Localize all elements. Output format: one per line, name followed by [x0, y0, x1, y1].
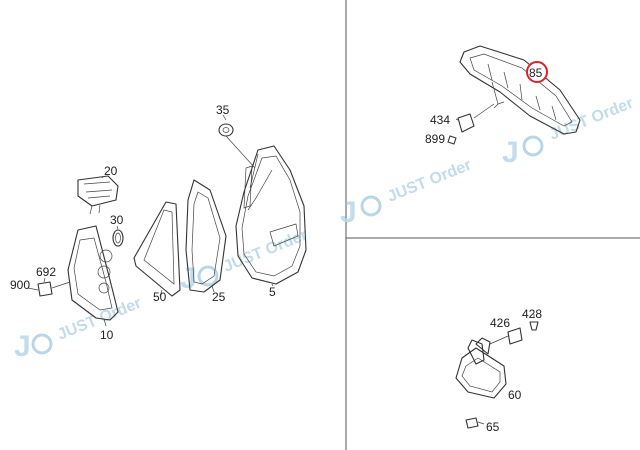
label-part-5[interactable]: 5	[269, 285, 276, 299]
part-20-bulb-holder	[77, 175, 119, 215]
label-part-900[interactable]: 900	[10, 278, 30, 292]
part-428-clip	[529, 314, 539, 331]
watermark-right-middle: J JUST Order	[340, 157, 474, 229]
part-10-bulb-carrier	[67, 225, 119, 327]
part-900-socket	[27, 287, 39, 291]
watermark-right-top: J JUST Order	[502, 95, 636, 169]
label-part-85[interactable]: 85	[529, 66, 543, 80]
part-30-seal-ring	[112, 225, 124, 247]
label-part-899[interactable]: 899	[425, 132, 445, 146]
label-part-428[interactable]: 428	[522, 307, 542, 321]
label-part-10[interactable]: 10	[100, 328, 114, 342]
label-part-60[interactable]: 60	[508, 388, 522, 402]
part-65-bulb	[465, 417, 485, 429]
label-part-692[interactable]: 692	[36, 265, 56, 279]
label-part-50[interactable]: 50	[153, 290, 167, 304]
svg-text:J: J	[340, 196, 357, 229]
part-35-grommet	[218, 114, 256, 169]
part-426-connector	[489, 327, 523, 345]
svg-text:JUST Order: JUST Order	[221, 227, 310, 276]
label-part-20[interactable]: 20	[104, 164, 118, 178]
part-85-third-brake-light	[459, 45, 581, 135]
part-434-connector	[455, 103, 495, 133]
label-part-35[interactable]: 35	[216, 103, 230, 117]
svg-text:J: J	[14, 330, 31, 363]
part-5-tail-lamp	[235, 145, 307, 287]
part-692-bulb	[37, 277, 71, 297]
svg-text:JUST Order: JUST Order	[385, 157, 474, 206]
svg-text:J: J	[502, 136, 519, 169]
label-part-65[interactable]: 65	[486, 420, 500, 434]
highlight-circle-85	[526, 61, 548, 83]
part-50-gasket	[133, 201, 181, 297]
label-part-30[interactable]: 30	[110, 213, 124, 227]
label-part-434[interactable]: 434	[430, 113, 450, 127]
part-60-license-lamp	[455, 337, 507, 399]
label-part-25[interactable]: 25	[212, 290, 226, 304]
part-25-seal	[185, 179, 227, 293]
svg-text:JUST Order: JUST Order	[547, 95, 636, 144]
part-899-pin	[447, 135, 457, 145]
label-part-426[interactable]: 426	[490, 316, 510, 330]
watermark-center: J JUST Order	[180, 227, 310, 295]
